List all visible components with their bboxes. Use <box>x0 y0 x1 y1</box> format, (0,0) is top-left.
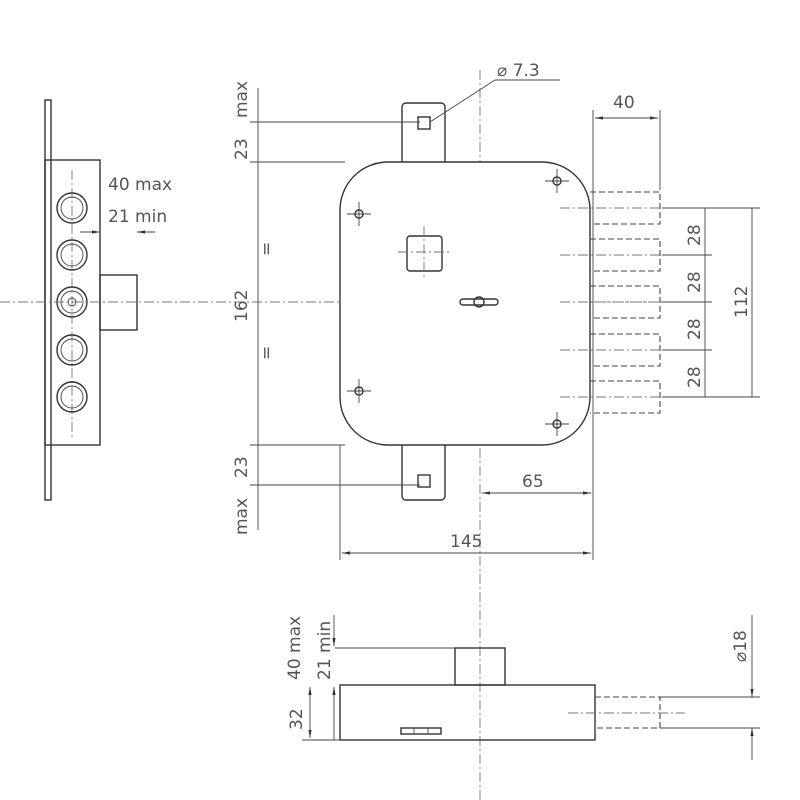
label-top-max: max <box>232 81 252 118</box>
label-bottom-max: max <box>232 498 252 535</box>
bottom-view: ⌀18 40 max 21 min 32 <box>285 615 760 760</box>
label-hole-diameter: ⌀ 7.3 <box>497 61 540 81</box>
label-112: 112 <box>732 286 752 318</box>
latch-block <box>99 274 138 331</box>
faceplate <box>44 159 101 446</box>
label-32: 32 <box>287 708 307 730</box>
latch-profile <box>454 647 506 686</box>
label-21-min-bottom: 21 min <box>315 621 335 680</box>
front-view: ⌀ 7.3 23 max 162 = = 23 max 65 145 40 28… <box>232 61 760 560</box>
label-top-23: 23 <box>232 138 252 160</box>
body-profile <box>339 684 596 741</box>
label-spacing-3: 28 <box>685 318 705 340</box>
label-bottom-23: 23 <box>232 456 252 478</box>
mounting-holes <box>347 169 569 436</box>
label-40: 40 <box>613 93 635 113</box>
label-diameter-18: ⌀18 <box>731 630 751 662</box>
bolt-circles <box>56 192 88 413</box>
label-spacing-2: 28 <box>685 271 705 293</box>
label-65: 65 <box>522 472 544 492</box>
label-40-max: 40 max <box>108 175 172 195</box>
spindle-square <box>406 235 443 272</box>
lock-body <box>339 161 591 446</box>
label-spacing-1: 28 <box>685 224 705 246</box>
side-view: 40 max 21 min <box>44 99 172 501</box>
label-equal-bottom: = <box>257 346 277 360</box>
label-21-min: 21 min <box>108 207 167 227</box>
keyhole <box>459 298 499 306</box>
label-145: 145 <box>450 532 482 552</box>
label-40-max-bottom: 40 max <box>285 616 305 680</box>
label-equal-top: = <box>257 242 277 256</box>
label-162: 162 <box>232 290 252 322</box>
label-spacing-4: 28 <box>685 366 705 388</box>
